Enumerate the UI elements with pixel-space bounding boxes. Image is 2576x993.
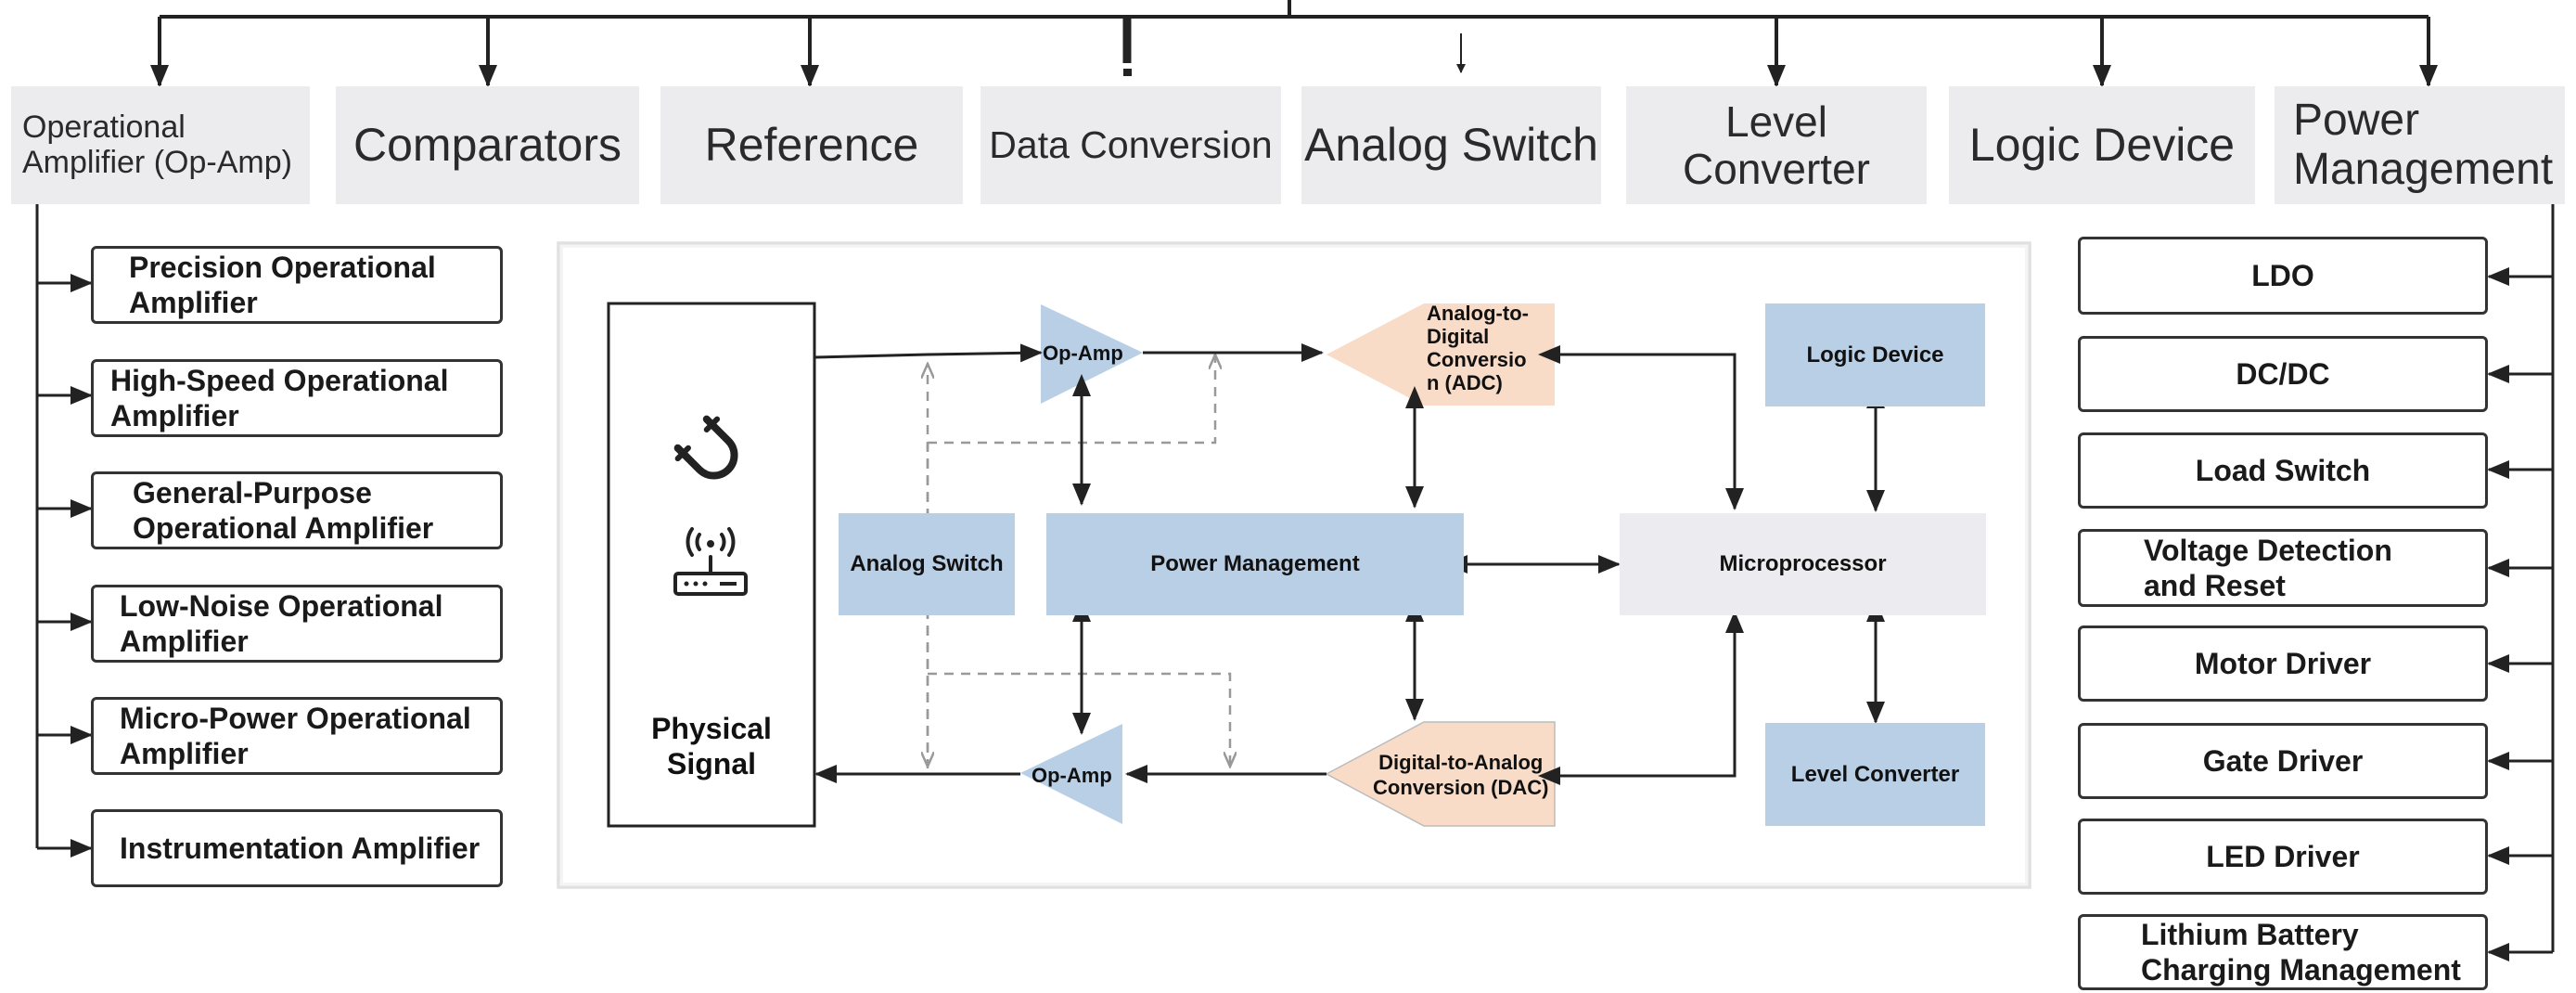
op-amp-type-label: High-Speed Operational Amplifier [110,364,449,432]
microprocessor-block[interactable]: Microprocessor [1620,513,1986,615]
category-level-converter[interactable]: Level Converter [1626,86,1927,204]
power-management-block-label: Power Management [1150,551,1360,576]
pm-type-voltage-detection[interactable]: Voltage Detection and Reset [2078,529,2488,607]
op-amp-top-label: Op-Amp [1043,342,1123,365]
op-amp-type-label: Micro-Power Operational Amplifier [120,702,471,770]
level-converter-block[interactable]: Level Converter [1765,723,1985,826]
category-reference[interactable]: Reference [660,86,963,204]
category-comparators[interactable]: Comparators [336,86,639,204]
category-op-amp[interactable]: Operational Amplifier (Op-Amp) [11,86,310,204]
router-icon [664,527,757,605]
category-analog-switch-label: Analog Switch [1304,119,1598,171]
physical-signal-label: Physical Signal [651,712,772,780]
analog-switch-block-label: Analog Switch [850,551,1004,576]
pm-type-label: Voltage Detection and Reset [2144,534,2392,602]
op-amp-type-general-purpose[interactable]: General-Purpose Operational Amplifier [91,471,503,549]
logic-device-block-label: Logic Device [1806,342,1944,368]
op-amp-type-label: Precision Operational Amplifier [129,251,436,319]
category-comparators-label: Comparators [353,119,622,171]
op-amp-type-label: General-Purpose Operational Amplifier [133,476,434,545]
pm-type-label: Load Switch [2195,454,2371,487]
dac-label: Digital-to-Analog Conversion (DAC) [1373,751,1549,799]
category-analog-switch[interactable]: Analog Switch [1301,86,1601,204]
category-power-management-label: Power Management [2293,95,2554,194]
category-op-amp-label: Operational Amplifier (Op-Amp) [22,110,292,180]
category-logic-device-label: Logic Device [1968,119,2236,171]
category-data-conversion[interactable]: Data Conversion [980,86,1281,204]
pm-type-motor-driver[interactable]: Motor Driver [2078,625,2488,702]
op-amp-type-instrumentation[interactable]: Instrumentation Amplifier [91,809,503,887]
pm-type-dcdc[interactable]: DC/DC [2078,336,2488,412]
pm-type-label: Motor Driver [2194,647,2372,680]
pm-type-ldo[interactable]: LDO [2078,237,2488,315]
pm-type-label: Lithium Battery Charging Management [2141,918,2461,987]
op-amp-type-label: Instrumentation Amplifier [120,832,481,865]
op-amp-type-high-speed[interactable]: High-Speed Operational Amplifier [91,359,503,437]
pm-type-load-switch[interactable]: Load Switch [2078,432,2488,509]
category-level-converter-label: Level Converter [1683,97,1870,193]
op-amp-type-precision[interactable]: Precision Operational Amplifier [91,246,503,324]
microprocessor-block-label: Microprocessor [1719,551,1887,576]
pm-type-lithium-battery[interactable]: Lithium Battery Charging Management [2078,914,2488,990]
adc-label: Analog-to- Digital Conversio n (ADC) [1427,302,1529,394]
op-amp-type-micro-power[interactable]: Micro-Power Operational Amplifier [91,697,503,775]
pm-type-led-driver[interactable]: LED Driver [2078,819,2488,895]
op-amp-type-label: Low-Noise Operational Amplifier [120,589,443,658]
power-management-block[interactable]: Power Management [1046,513,1464,615]
pm-type-gate-driver[interactable]: Gate Driver [2078,723,2488,799]
logic-device-block[interactable]: Logic Device [1765,303,1985,406]
pm-type-label: Gate Driver [2202,744,2364,778]
pm-type-label: LED Driver [2206,840,2360,873]
pm-type-label: DC/DC [2236,357,2330,391]
op-amp-type-low-noise[interactable]: Low-Noise Operational Amplifier [91,585,503,663]
magnet-icon [664,406,757,498]
op-amp-bottom-label: Op-Amp [1032,764,1112,787]
category-reference-label: Reference [704,119,919,171]
level-converter-block-label: Level Converter [1790,761,1960,787]
category-power-management[interactable]: Power Management [2275,86,2565,204]
category-data-conversion-label: Data Conversion [989,123,1273,166]
analog-switch-block[interactable]: Analog Switch [839,513,1015,615]
category-logic-device[interactable]: Logic Device [1949,86,2255,204]
pm-type-label: LDO [2251,259,2314,292]
